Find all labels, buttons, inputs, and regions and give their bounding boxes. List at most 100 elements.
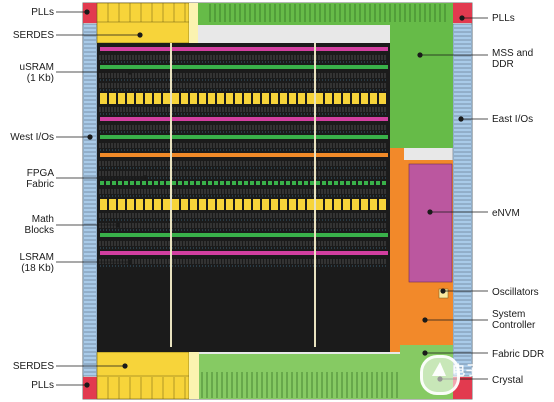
- watermark-lightning-icon: [432, 362, 446, 376]
- lsram-cell: [181, 93, 188, 104]
- math-cell: [250, 181, 254, 185]
- math-cell: [376, 181, 380, 185]
- math-cell: [226, 181, 230, 185]
- fabric-band: [100, 117, 388, 121]
- lsram-cell: [343, 199, 350, 210]
- lsram-cell: [172, 199, 179, 210]
- fpga-fabric-area: [97, 43, 390, 352]
- pll-block-top-left: [83, 3, 97, 23]
- fabric-ddr-block: [400, 345, 453, 354]
- serdes-block-top: [96, 2, 190, 44]
- leader-dot: [417, 52, 423, 58]
- lsram-cell: [181, 199, 188, 210]
- lsram-cell: [190, 93, 197, 104]
- lsram-cell: [253, 199, 260, 210]
- label-crystal: Crystal: [492, 375, 524, 386]
- leader-dot: [440, 288, 446, 294]
- lsram-cell: [352, 199, 359, 210]
- label-envm: eNVM: [492, 208, 520, 219]
- lsram-cell: [136, 93, 143, 104]
- lsram-cell: [334, 93, 341, 104]
- lsram-cell: [127, 93, 134, 104]
- lsram-cell: [208, 199, 215, 210]
- label-west-ios: West I/Os: [10, 132, 54, 143]
- lsram-cell: [271, 199, 278, 210]
- west-io-column: [82, 23, 98, 377]
- math-cell: [328, 181, 332, 185]
- lsram-cell: [217, 93, 224, 104]
- math-cell: [256, 181, 260, 185]
- serdes-top-light: [189, 3, 198, 43]
- math-cell: [172, 181, 176, 185]
- lsram-cell: [271, 93, 278, 104]
- lsram-cell: [280, 199, 287, 210]
- math-cell: [142, 181, 146, 185]
- math-cell: [334, 181, 338, 185]
- label-east-ios: East I/Os: [492, 114, 534, 125]
- math-cell: [346, 181, 350, 185]
- lsram-cell: [118, 199, 125, 210]
- math-cell: [292, 181, 296, 185]
- math-cell: [352, 181, 356, 185]
- lsram-cell: [307, 199, 314, 210]
- pll-block-bottom-left: [83, 377, 97, 399]
- lsram-cell: [190, 199, 197, 210]
- label-lsram: LSRAM(18 Kb): [19, 252, 54, 274]
- fabric-band: [100, 47, 388, 51]
- math-cell: [148, 181, 152, 185]
- lsram-cell: [343, 93, 350, 104]
- watermark-text: 电子发烧友: [452, 364, 523, 379]
- lsram-cell: [262, 93, 269, 104]
- math-cell: [232, 181, 236, 185]
- lsram-cell: [379, 93, 386, 104]
- label-serdes-top: SERDES: [12, 30, 54, 41]
- math-cell: [238, 181, 242, 185]
- label-oscillators: Oscillators: [492, 287, 539, 298]
- lsram-cell: [100, 199, 107, 210]
- math-cell: [310, 181, 314, 185]
- lsram-cell: [352, 93, 359, 104]
- lsram-cell: [154, 199, 161, 210]
- lsram-cell: [226, 199, 233, 210]
- lsram-cell: [136, 199, 143, 210]
- math-cell: [298, 181, 302, 185]
- lsram-cell: [127, 199, 134, 210]
- leader-dot: [122, 363, 128, 369]
- label-plls-top-right: PLLs: [492, 13, 515, 24]
- math-cell: [136, 181, 140, 185]
- lsram-cell: [199, 199, 206, 210]
- lsram-cell: [253, 93, 260, 104]
- math-cell: [274, 181, 278, 185]
- label-usram: uSRAM(1 Kb): [19, 62, 54, 84]
- east-io-column: [452, 23, 473, 377]
- math-cell: [244, 181, 248, 185]
- leader-dot: [422, 350, 428, 356]
- math-cell: [202, 181, 206, 185]
- math-cell: [208, 181, 212, 185]
- math-cell: [178, 181, 182, 185]
- lsram-cell: [361, 93, 368, 104]
- leader-dot: [115, 222, 121, 228]
- math-cell: [280, 181, 284, 185]
- leader-dot: [87, 134, 93, 140]
- label-plls-top: PLLs: [31, 7, 54, 18]
- lsram-cell: [226, 93, 233, 104]
- lsram-cell: [208, 93, 215, 104]
- lsram-cell: [379, 199, 386, 210]
- lsram-cell: [262, 199, 269, 210]
- math-cell: [100, 181, 104, 185]
- math-cell: [340, 181, 344, 185]
- label-fabric-ddr: Fabric DDR: [492, 349, 545, 360]
- serdes-bottom-light: [189, 352, 199, 399]
- leader-dot: [127, 259, 133, 265]
- math-cell: [112, 181, 116, 185]
- math-cell: [154, 181, 158, 185]
- fabric-band: [100, 233, 388, 237]
- lsram-cell: [289, 199, 296, 210]
- watermark-logo: [420, 355, 460, 395]
- lsram-cell: [325, 199, 332, 210]
- leader-lines: [56, 9, 488, 388]
